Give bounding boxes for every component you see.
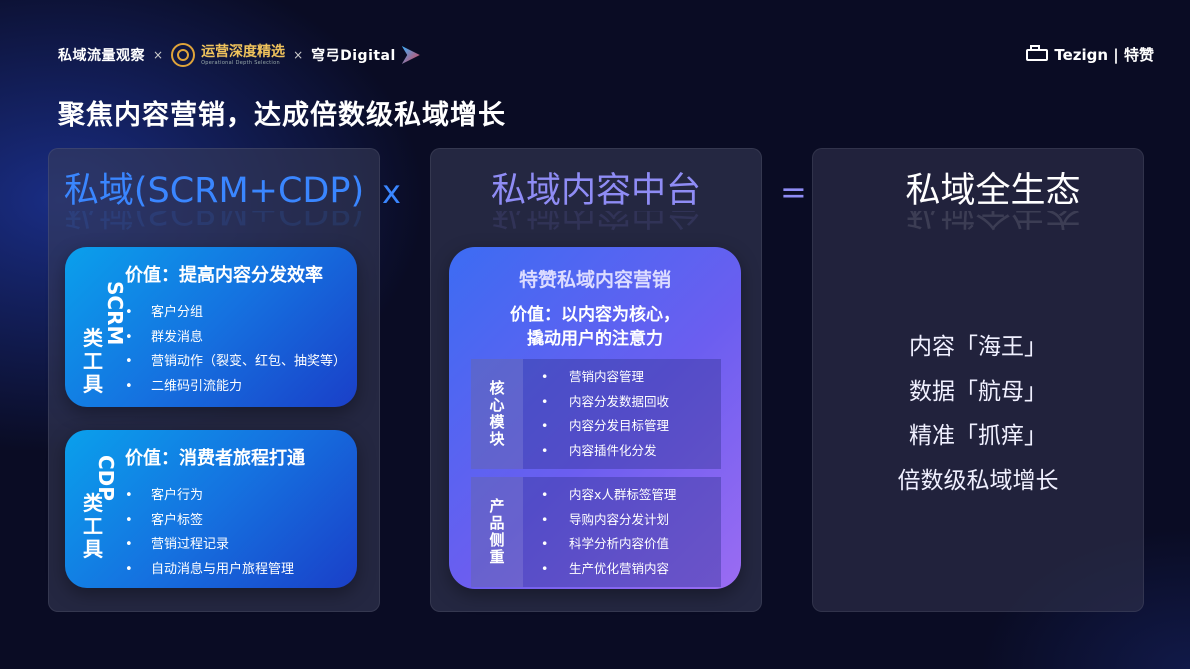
product-focus-tag: 产品侧重: [471, 477, 523, 587]
scrm-side-label: SCRM 类 工 具: [81, 259, 127, 396]
brand-siyu-observe: 私域流量观察: [58, 48, 145, 64]
content-marketing-value: 价值：以内容为核心， 撬动用户的注意力: [449, 303, 741, 351]
list-item: 营销内容管理: [541, 365, 669, 390]
panel-1-title: 私域(SCRM+CDP): [63, 171, 365, 211]
product-focus-tag-text: 产品侧重: [489, 497, 505, 566]
ops-depth-brand-name: 运营深度精选: [201, 43, 286, 60]
panel-1-title-reflection: 私域(SCRM+CDP): [63, 211, 365, 231]
list-item: 精准「抓痒」: [909, 423, 1047, 449]
cdp-label-char: 工: [83, 514, 103, 538]
scrm-label-char: 类: [83, 326, 103, 350]
scrm-tools-card: SCRM 类 工 具 价值：提高内容分发效率 客户分组 群发消息 营销动作（裂变…: [65, 247, 357, 407]
tezign-logo-icon: [1026, 44, 1049, 61]
product-focus-box: 产品侧重 内容x人群标签管理 导购内容分发计划 科学分析内容价值 生产优化营销内…: [471, 477, 721, 587]
tezign-content-marketing-card: 特赞私域内容营销 价值：以内容为核心， 撬动用户的注意力 核心模块 营销内容管理…: [449, 247, 741, 589]
cdp-label-char: 具: [83, 537, 103, 561]
list-item: 营销过程记录: [125, 533, 294, 558]
scrm-feature-list: 客户分组 群发消息 营销动作（裂变、红包、抽奖等） 二维码引流能力: [125, 301, 346, 399]
scrm-latin-label: SCRM: [103, 281, 127, 346]
ecosystem-list: 内容「海王」 数据「航母」 精准「抓痒」 倍数级私域增长: [813, 325, 1143, 503]
scrm-value: 价值：提高内容分发效率: [125, 265, 323, 286]
tezign-brand-text: Tezign | 特赞: [1054, 46, 1154, 64]
cdp-value: 价值：消费者旅程打通: [125, 448, 305, 469]
panel-2-title-reflection: 私域内容中台: [490, 211, 701, 231]
cdp-label-char: 类: [83, 491, 103, 515]
value-line-2: 撬动用户的注意力: [527, 329, 663, 349]
scrm-label-char: 具: [83, 372, 103, 396]
list-item: 内容分发数据回收: [541, 390, 669, 415]
list-item: 倍数级私域增长: [897, 467, 1059, 494]
core-module-list: 营销内容管理 内容分发数据回收 内容分发目标管理 内容插件化分发: [541, 365, 669, 463]
list-item: 自动消息与用户旅程管理: [125, 558, 294, 583]
cdp-tools-card: CDP 类 工 具 价值：消费者旅程打通 客户行为 客户标签 营销过程记录 自动…: [65, 430, 357, 588]
panel-3-title: 私域全生态: [905, 171, 1081, 211]
list-item: 科学分析内容价值: [541, 532, 676, 557]
times-operator: x: [382, 173, 401, 211]
panel-content-platform: 私域内容中台 私域内容中台 特赞私域内容营销 价值：以内容为核心， 撬动用户的注…: [430, 148, 762, 612]
list-item: 内容「海王」: [909, 334, 1047, 360]
list-item: 营销动作（裂变、红包、抽奖等）: [125, 350, 346, 375]
core-module-box: 核心模块 营销内容管理 内容分发数据回收 内容分发目标管理 内容插件化分发: [471, 359, 721, 469]
digital-arrow-icon: [401, 46, 420, 64]
list-item: 群发消息: [125, 326, 346, 351]
panel-private-domain: 私域(SCRM+CDP) 私域(SCRM+CDP) SCRM 类 工 具 价值：…: [48, 148, 380, 612]
list-item: 客户分组: [125, 301, 346, 326]
tezign-brand: Tezign | 特赞: [1026, 44, 1154, 65]
panel-full-ecosystem: 私域全生态 私域全生态 内容「海王」 数据「航母」 精准「抓痒」 倍数级私域增长: [812, 148, 1144, 612]
panel-3-title-reflection: 私域全生态: [905, 211, 1081, 231]
core-module-tag: 核心模块: [471, 359, 523, 469]
list-item: 客户标签: [125, 509, 294, 534]
panel-2-title: 私域内容中台: [490, 171, 701, 211]
cdp-side-label: CDP 类 工 具: [81, 442, 118, 561]
equals-operator: =: [780, 173, 807, 211]
list-item: 导购内容分发计划: [541, 508, 676, 533]
value-line-1: 价值：以内容为核心，: [510, 305, 680, 325]
header-brand-row: 私域流量观察 × 运营深度精选 Operational Depth Select…: [58, 40, 420, 70]
ops-depth-brand: 运营深度精选 Operational Depth Selection: [201, 45, 285, 66]
list-item: 数据「航母」: [909, 378, 1047, 405]
ops-depth-logo-icon: [171, 43, 196, 67]
ops-depth-brand-sub: Operational Depth Selection: [201, 59, 280, 66]
list-item: 内容x人群标签管理: [541, 483, 676, 508]
list-item: 内容分发目标管理: [541, 414, 669, 439]
cdp-latin-label: CDP: [94, 455, 118, 501]
brand-separator: ×: [293, 48, 304, 62]
list-item: 内容插件化分发: [541, 439, 669, 464]
cdp-feature-list: 客户行为 客户标签 营销过程记录 自动消息与用户旅程管理: [125, 484, 294, 582]
qionggong-digital-brand: 穹弓Digital: [311, 48, 396, 64]
list-item: 客户行为: [125, 484, 294, 509]
brand-separator: ×: [153, 48, 164, 62]
core-module-tag-text: 核心模块: [489, 379, 505, 448]
scrm-label-char: 工: [83, 349, 103, 373]
content-marketing-title: 特赞私域内容营销: [518, 269, 671, 291]
list-item: 生产优化营销内容: [541, 557, 676, 582]
page-title: 聚焦内容营销，达成倍数级私域增长: [58, 100, 506, 131]
list-item: 二维码引流能力: [125, 375, 346, 400]
product-focus-list: 内容x人群标签管理 导购内容分发计划 科学分析内容价值 生产优化营销内容: [541, 483, 676, 581]
